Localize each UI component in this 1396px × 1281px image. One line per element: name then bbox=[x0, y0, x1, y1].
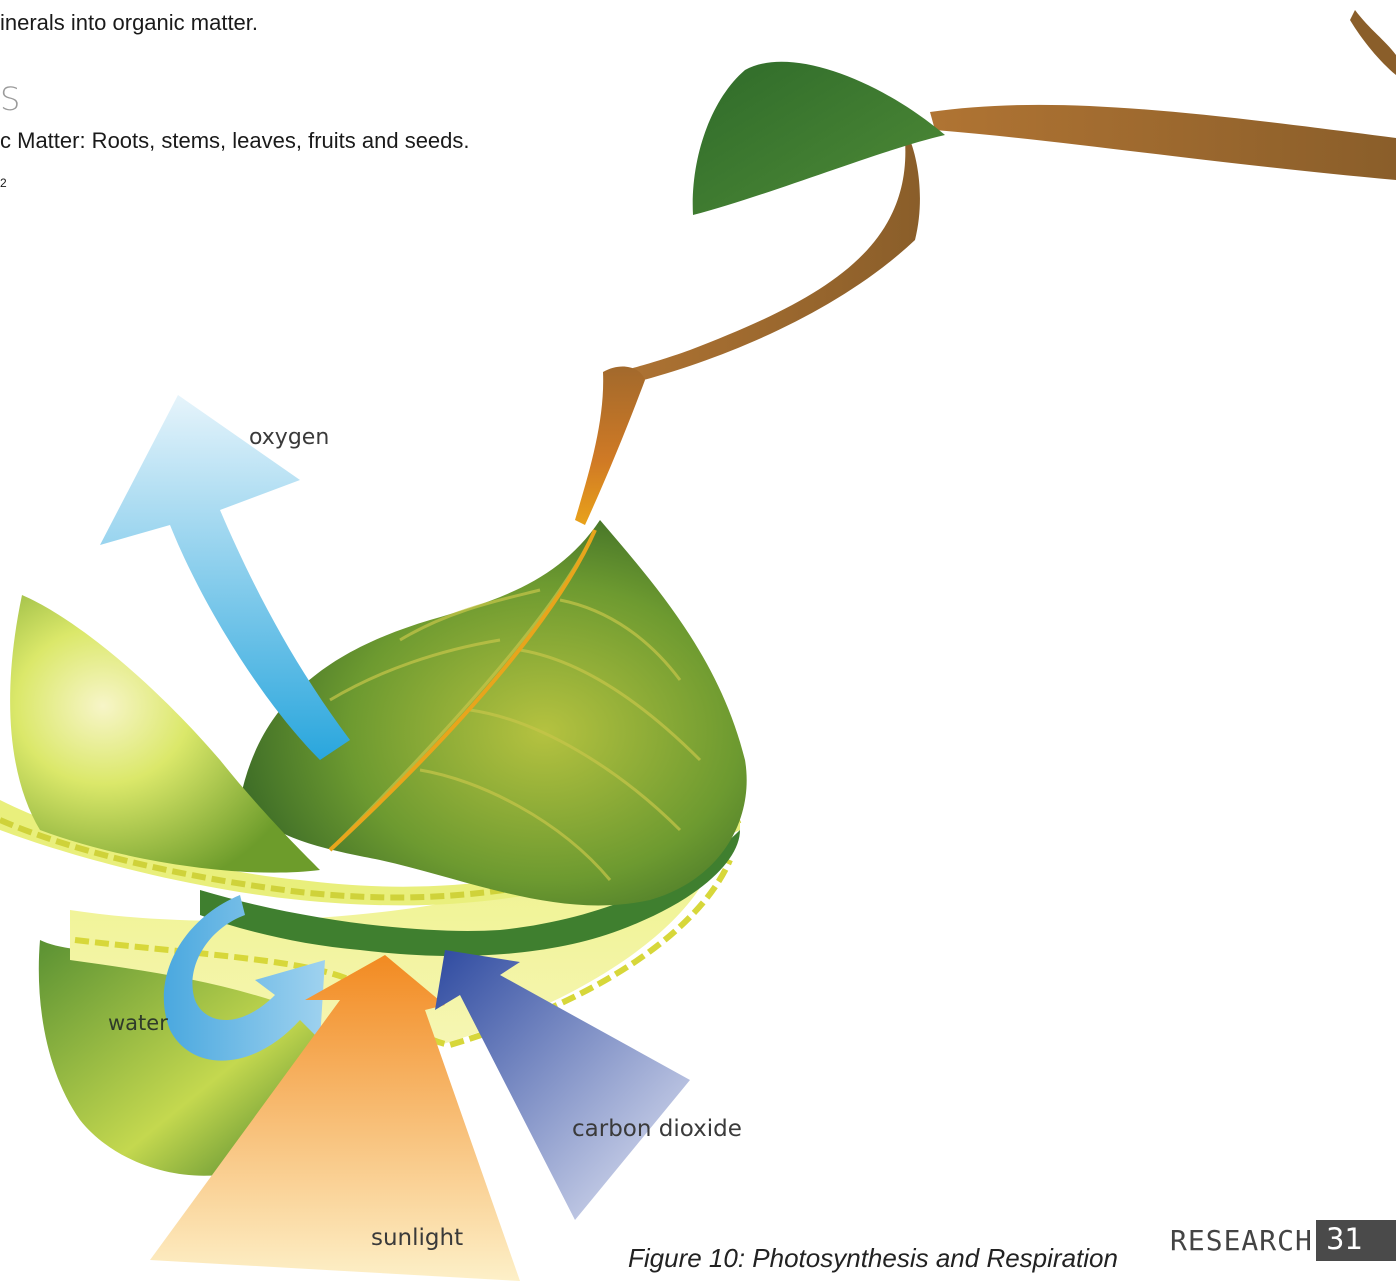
figure-caption: Figure 10: Photosynthesis and Respiratio… bbox=[628, 1243, 1118, 1274]
oxygen-label: oxygen bbox=[249, 425, 329, 450]
page-number: 31 bbox=[1326, 1222, 1363, 1256]
sunlight-label: sunlight bbox=[371, 1225, 463, 1251]
page-number-box: 31 bbox=[1316, 1220, 1396, 1261]
carbon-dioxide-label: carbon dioxide bbox=[572, 1116, 742, 1142]
water-label: water bbox=[108, 1011, 168, 1035]
stem bbox=[575, 10, 1396, 525]
section-label: RESEARCH bbox=[1170, 1224, 1313, 1257]
